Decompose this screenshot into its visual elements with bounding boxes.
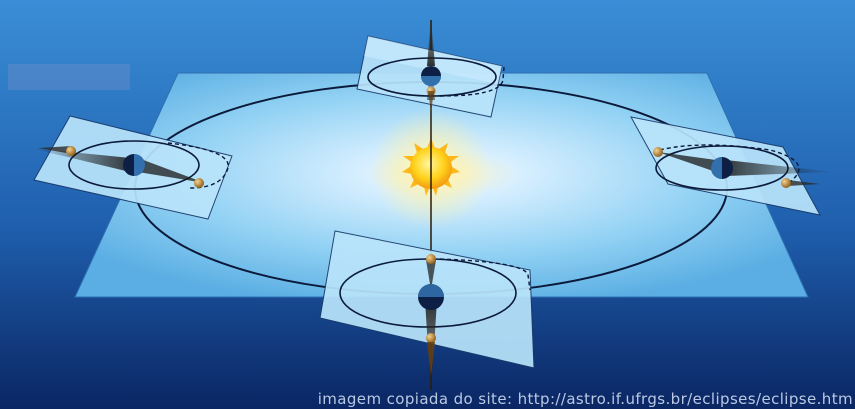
config-left <box>30 115 233 220</box>
moon-icon <box>781 178 791 188</box>
source-credit: imagem copiada do site: http://astro.if.… <box>317 390 853 408</box>
earth-shadow-top <box>427 18 435 66</box>
config-bottom <box>319 230 535 395</box>
config-right <box>630 116 835 216</box>
moon-orbit-left <box>68 140 200 190</box>
moon-icon <box>653 147 663 157</box>
earth-shadow-left <box>30 148 130 172</box>
earth-icon <box>421 66 441 86</box>
moon-icon <box>66 146 76 156</box>
earth-icon <box>418 284 444 310</box>
earth-icon <box>711 157 733 179</box>
config-top <box>356 18 505 118</box>
haze-band <box>8 64 130 90</box>
moon-icon <box>194 178 204 188</box>
earth-shadow-right <box>726 160 835 176</box>
moon-icon <box>426 254 436 264</box>
moon-icon <box>426 333 436 343</box>
earth-icon <box>123 154 145 176</box>
